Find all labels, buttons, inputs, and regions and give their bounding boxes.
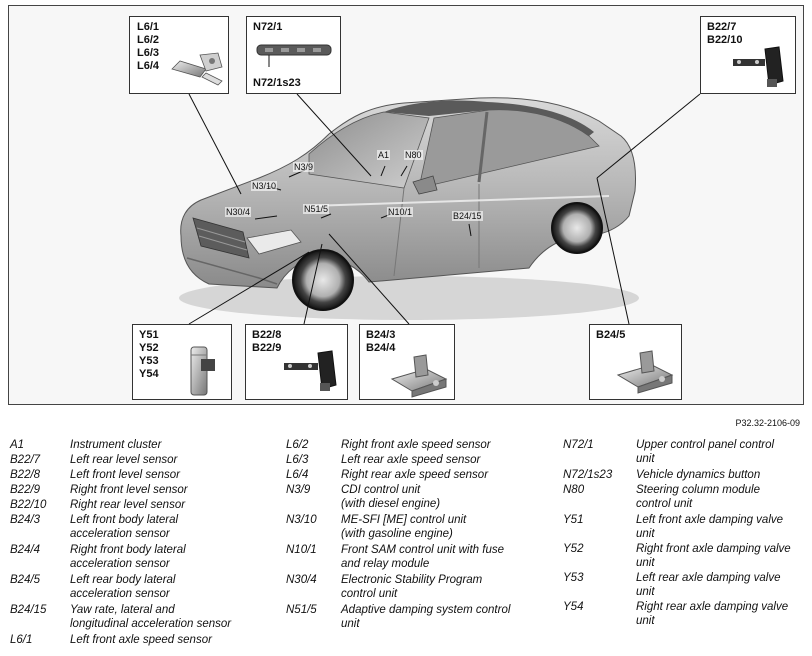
car-label-n51-5: N51/5 [303,204,330,214]
legend-code: Y53 [563,572,584,584]
legend-description: Instrument cluster [70,439,162,451]
legend-code: B24/15 [10,604,47,616]
car-illustration [179,93,701,325]
callout-rear-body-acceleration-sensor: B24/5 [589,324,682,400]
callout-damping-valve-units: Y51 Y52 Y53 Y54 [132,324,232,400]
car-label-n30-4: N30/4 [225,207,252,217]
legend-code: N51/5 [286,604,317,616]
callout-front-level-sensors: B22/8 B22/9 [245,324,348,400]
legend-code: N10/1 [286,544,317,556]
legend-code: B24/5 [10,574,41,586]
callout-b22-front-label: B22/8 B22/9 [252,329,282,354]
legend-code: L6/4 [286,469,309,481]
legend-code: Y54 [563,601,584,613]
car-label-b24-15: B24/15 [452,211,483,221]
legend-description: Right front body lateral acceleration se… [70,544,186,570]
damping-valve-icon [190,346,215,396]
legend-description: CDI control unit (with diesel engine) [341,484,441,510]
headlight [246,229,302,255]
legend-code: B22/10 [10,499,47,511]
callout-b24-3-4-label: B24/3 B24/4 [366,329,396,354]
legend-code: N30/4 [286,574,317,586]
legend-code: L6/2 [286,439,309,451]
acceleration-sensor-icon [616,350,674,394]
legend-code: B22/9 [10,484,41,496]
legend-description: Front SAM control unit with fuse and rel… [341,544,504,570]
side-mirror [412,175,438,195]
car-label-n3-10: N3/10 [251,181,278,191]
rear-wheel [551,202,603,254]
legend-code: Y51 [563,514,584,526]
roof [384,100,594,136]
legend-description: Adaptive damping system control unit [341,604,511,630]
grille [192,217,250,259]
legend-description: Left front level sensor [70,469,180,481]
legend-description: Left front axle speed sensor [70,634,212,646]
side-windows [418,109,600,189]
legend-code: N72/1 [563,439,594,451]
legend-description: Left front body lateral acceleration sen… [70,514,179,540]
legend-code: B24/4 [10,544,41,556]
legend-code: A1 [10,439,25,451]
level-sensor-icon [284,350,337,391]
level-sensor-icon [733,46,784,87]
legend-description: Right rear axle speed sensor [341,469,489,481]
legend-code: N3/9 [286,484,311,496]
callout-axle-speed-sensors: L6/1 L6/2 L6/3 L6/4 [129,16,229,94]
callout-n72-s23-label: N72/1s23 [253,77,301,89]
car-label-n10-1: N10/1 [387,207,414,217]
legend-description: Left rear level sensor [70,454,178,466]
legend-description: ME-SFI [ME] control unit (with gasoline … [341,514,467,540]
legend-description: Left rear axle damping valve unit [636,572,781,598]
car-label-n3-9: N3/9 [293,162,315,172]
callout-b24-5-label: B24/5 [596,329,626,341]
legend-description: Right front level sensor [70,484,188,496]
control-panel-icon [256,44,332,67]
speed-sensor-icon [171,52,223,86]
callout-y5x-label: Y51 Y52 Y53 Y54 [139,329,159,380]
windshield [308,111,430,189]
legend-description: Upper control panel control unit [636,439,775,465]
legend-description: Right front axle speed sensor [341,439,491,451]
legend-code: B22/7 [10,454,41,466]
car-label-n80: N80 [404,150,423,160]
callout-l6-label: L6/1 L6/2 L6/3 L6/4 [137,21,160,72]
legend-description: Right rear level sensor [70,499,186,511]
legend-code: N80 [563,484,585,496]
legend-code: L6/3 [286,454,309,466]
legend-code: B24/3 [10,514,41,526]
legend-description: Electronic Stability Program control uni… [341,574,483,600]
callout-upper-control-panel: N72/1 N72/1s23 [246,16,341,94]
front-wheel [292,249,354,311]
legend-description: Right rear axle damping valve unit [636,601,789,627]
legend-code: Y52 [563,543,584,555]
legend-description: Left front axle damping valve unit [636,514,784,540]
legend-description: Left rear axle speed sensor [341,454,481,466]
legend-code: N3/10 [286,514,317,526]
figure-reference: P32.32-2106-09 [735,418,800,428]
legend-code: B22/8 [10,469,41,481]
callout-front-body-acceleration-sensors: B24/3 B24/4 [359,324,455,400]
legend-description: Steering column module control unit [636,484,761,510]
legend-description: Right front axle damping valve unit [636,543,791,569]
acceleration-sensor-icon [390,354,448,398]
car-label-a1: A1 [377,150,391,160]
legend-code: L6/1 [10,634,33,646]
legend-description: Left rear body lateral acceleration sens… [70,574,176,600]
leader-lines [188,93,701,325]
callout-rear-level-sensors: B22/7 B22/10 [700,16,796,94]
component-location-figure: N3/9 N3/10 N30/4 N51/5 N10/1 B24/15 A1 N… [8,5,804,405]
legend-code: N72/1s23 [563,469,613,481]
legend-description: Yaw rate, lateral and longitudinal accel… [70,604,232,630]
callout-b22-rear-label: B22/7 B22/10 [707,21,743,46]
legend-description: Vehicle dynamics button [636,469,761,481]
callout-n72-label: N72/1 [253,21,283,33]
